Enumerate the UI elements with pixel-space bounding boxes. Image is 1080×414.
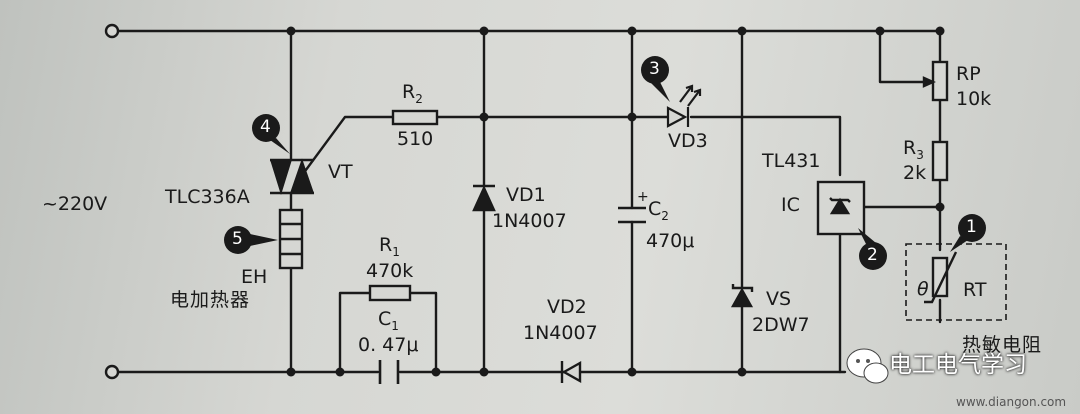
rp-ref-label: RP [956,63,981,85]
watermark-url: www.diangon.com [956,395,1067,409]
rt-theta-label: θ [917,278,929,300]
rt-ref-label: RT [963,279,987,301]
resistor-r1 [368,284,412,302]
rp-wiper-wire [878,29,926,84]
rc-network-wire [338,291,438,374]
vs-ref-label: VS [766,288,792,310]
terminal-bottom [104,364,120,380]
heater-ref-label: EH [241,266,268,288]
vd3-ref-label: VD3 [668,130,708,152]
watermark-logo-icon [846,348,889,384]
triac-ref-label: VT [328,161,353,183]
ic-model-label: TL431 [762,150,821,172]
triac-vt [270,158,314,196]
callout-5: 5 [232,229,243,249]
ic-ref-label: IC [781,194,800,216]
terminal-top [104,23,120,39]
junction-dots [286,26,945,377]
vs-model-label: 2DW7 [752,314,810,336]
c2-ref-label: C2 [648,198,669,223]
r2-ref-label: R2 [402,81,423,106]
heater-eh [278,208,304,270]
callout-4: 4 [260,117,271,137]
capacitor-c1 [378,360,400,384]
triac-model-label: TLC336A [165,186,250,208]
heater-name-label: 电加热器 [170,289,251,311]
r1-ref-label: R1 [379,234,400,259]
vd2-model-label: 1N4007 [523,322,598,344]
callout-1: 1 [966,217,977,237]
gate-wire [298,115,842,374]
c1-ref-label: C1 [378,308,399,333]
thermistor-rt [924,251,958,304]
led-vd3 [666,84,702,128]
r1-value-label: 470k [366,260,414,282]
r3-value-label: 2k [903,162,927,184]
diode-vd1 [472,184,496,212]
vd2-ref-label: VD2 [547,296,587,318]
supply-label: ~220V [42,193,108,215]
r2-value-label: 510 [397,128,434,150]
callout-2: 2 [867,245,878,265]
watermark-text: 电工电气学习 [889,352,1027,378]
capacitor-c2 [618,206,646,224]
resistor-r2 [391,109,439,126]
callout-badges [224,56,986,270]
c1-value-label: 0. 47μ [358,334,419,356]
c2-plus-label: + [637,189,649,205]
rp-value-label: 10k [956,88,992,110]
rt-name-label: 热敏电阻 [962,334,1043,356]
vd1-model-label: 1N4007 [492,210,567,232]
vd1-ref-label: VD1 [506,184,546,206]
zener-vs [730,284,754,308]
diode-vd2 [560,360,582,384]
callout-3: 3 [649,59,660,79]
r3-ref-label: R3 [903,137,924,162]
ic-tl431 [816,180,866,236]
potentiometer-rp [922,60,949,102]
resistor-r3 [931,140,949,182]
c2-value-label: 470μ [646,230,695,252]
